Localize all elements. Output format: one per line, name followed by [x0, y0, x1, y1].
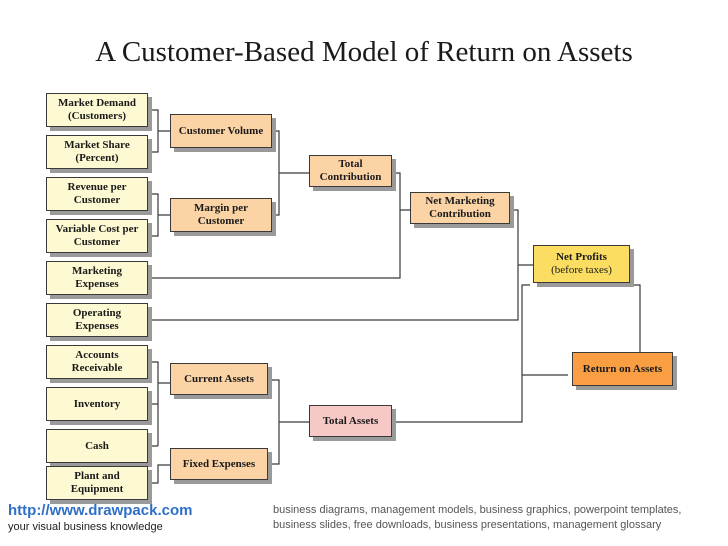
connector-plant — [148, 464, 170, 484]
box-total-contribution: Total Contribution — [309, 155, 392, 187]
page-title: A Customer-Based Model of Return on Asse… — [95, 36, 633, 68]
connector-roa — [395, 284, 641, 423]
box-margin-per-customer: Margin per Customer — [170, 198, 272, 232]
box-operating-expenses: Operating Expenses — [46, 303, 148, 337]
connector-current-assets — [148, 361, 170, 447]
box-accounts-receivable: Accounts Receivable — [46, 345, 148, 379]
connector-assets — [271, 379, 309, 465]
connector-revenue-cost — [148, 193, 170, 237]
box-current-assets: Current Assets — [170, 363, 268, 395]
box-market-demand: Market Demand (Customers) — [46, 93, 148, 127]
connector-volume-margin — [275, 130, 309, 216]
box-customer-volume: Customer Volume — [170, 114, 272, 148]
connector-nmc-operating — [148, 209, 533, 321]
box-revenue-per-customer: Revenue per Customer — [46, 177, 148, 211]
box-return-on-assets: Return on Assets — [572, 352, 673, 386]
box-cash: Cash — [46, 429, 148, 463]
footer-keywords: business diagrams, management models, bu… — [273, 504, 682, 531]
net-profits-sublabel: (before taxes) — [551, 264, 612, 276]
box-variable-cost: Variable Cost per Customer — [46, 219, 148, 253]
net-profits-label: Net Profits — [556, 251, 607, 263]
box-inventory: Inventory — [46, 387, 148, 421]
connector-contribution-marketing — [148, 172, 410, 279]
brand-tagline: your visual business knowledge — [8, 521, 163, 533]
connector-demand-share — [148, 109, 170, 153]
box-net-profits: Net Profits (before taxes) — [533, 245, 630, 283]
box-total-assets: Total Assets — [309, 405, 392, 437]
box-fixed-expenses: Fixed Expenses — [170, 448, 268, 480]
box-marketing-expenses: Marketing Expenses — [46, 261, 148, 295]
box-net-marketing-contribution: Net Marketing Contribution — [410, 192, 510, 224]
drawpack-link[interactable]: http://www.drawpack.com — [8, 502, 193, 519]
box-market-share: Market Share (Percent) — [46, 135, 148, 169]
box-plant-equipment: Plant and Equipment — [46, 466, 148, 500]
